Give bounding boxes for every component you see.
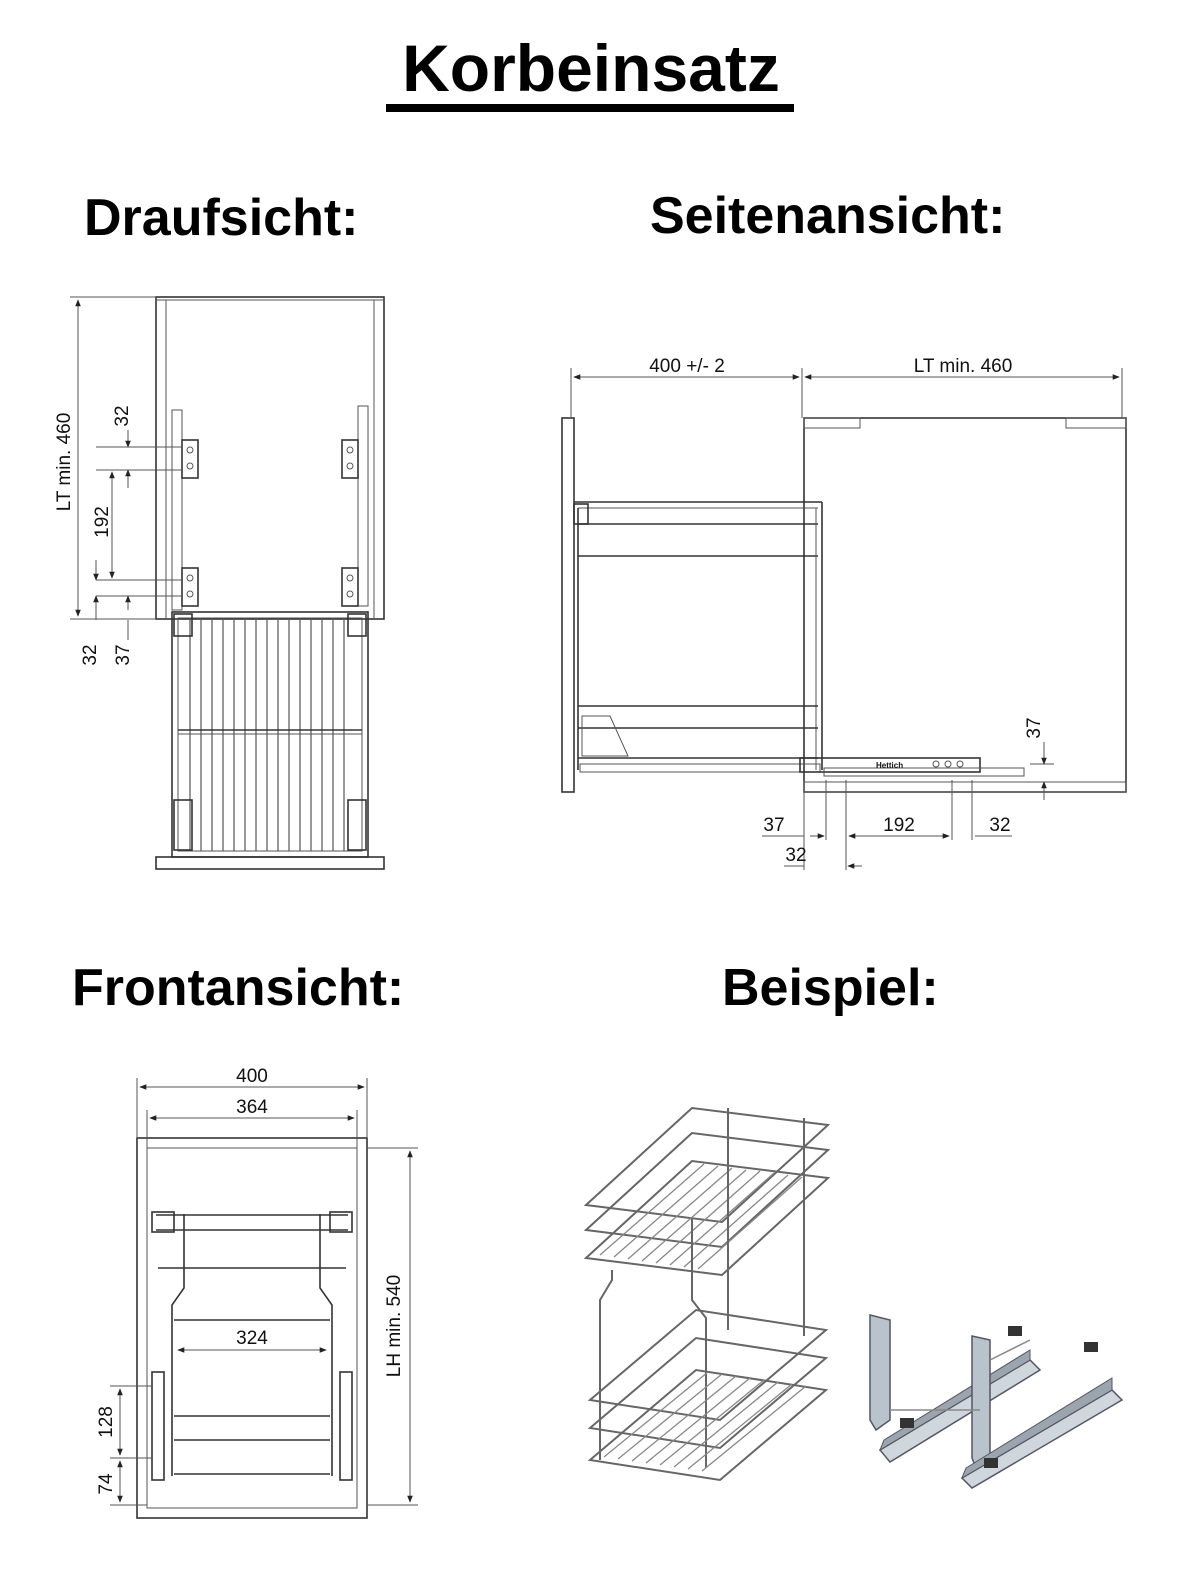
brand-label: Hettich [876,761,903,770]
heading-front-view: Frontansicht: [72,959,405,1017]
top-brackets [181,439,359,607]
dim-label-32-upper: 32 [112,405,133,426]
dim-label-depth: LT min. 460 [54,413,75,512]
top-view-drawing: LT min. 460 32 192 32 37 [54,296,385,870]
dim-label-37: 37 [763,815,784,836]
dim-label-37-height: 37 [1024,717,1045,738]
dim-label-192: 192 [92,506,113,538]
dim-label-74: 74 [96,1473,117,1495]
dim-label-32-right: 32 [989,815,1010,836]
heading-example-view: Beispiel: [722,959,939,1017]
front-view-drawing: 400 364 LH min. 540 324 [96,1066,418,1519]
side-basket [573,501,823,773]
front-basket [151,1211,353,1481]
dim-label-364: 364 [236,1097,268,1118]
top-rail-right [357,405,369,607]
dim-label-side-depth: LT min. 460 [914,356,1013,377]
dim-label-32-lower: 32 [80,644,101,665]
side-runner: Hettich [799,757,1025,777]
side-cabinet [803,417,1127,793]
dim-label-128: 128 [96,1406,117,1438]
dim-label-side-192: 192 [883,815,915,836]
dim-label-height: LH min. 540 [384,1275,405,1377]
heading-top-view: Draufsicht: [84,189,359,247]
page-title: Korbeinsatz [402,31,780,105]
side-view-drawing: Hettich 400 +/- 2 LT min. 460 37 37 192 … [561,356,1127,870]
title-underline [386,104,794,112]
top-front-panel [155,856,385,870]
dim-label-front-width: 400 +/- 2 [649,356,725,377]
top-rail-left [171,409,183,611]
front-cabinet [136,1137,368,1519]
top-cabinet [155,296,385,620]
dim-label-400: 400 [236,1066,268,1087]
side-front-panel [561,417,575,793]
dim-label-32-bottom: 32 [785,845,806,866]
top-basket [171,611,369,858]
heading-side-view: Seitenansicht: [650,187,1006,245]
dim-label-324: 324 [236,1328,268,1349]
dim-label-37: 37 [113,644,134,665]
example-runner-illustration [869,1314,1124,1489]
example-basket-illustration [583,1106,831,1482]
